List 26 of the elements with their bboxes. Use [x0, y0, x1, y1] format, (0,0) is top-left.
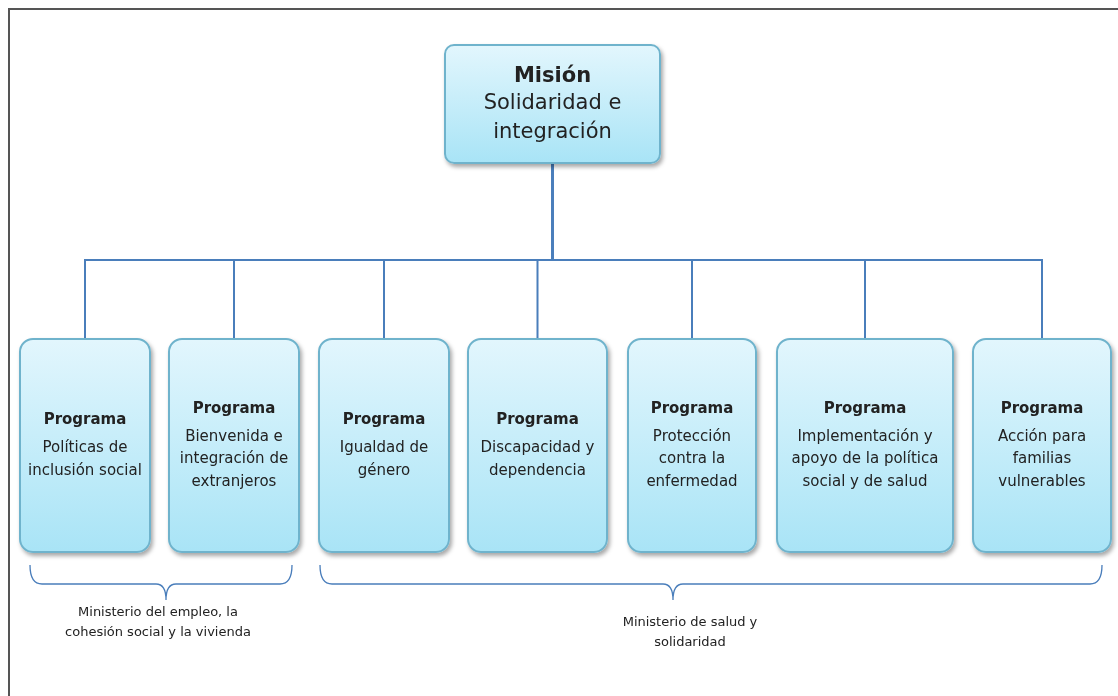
- program-box: [318, 338, 450, 553]
- box-heading: Programa: [496, 410, 579, 428]
- program-box: [444, 44, 661, 164]
- box-heading: Programa: [43, 410, 127, 428]
- program-box: [776, 338, 954, 553]
- box-heading: Programa: [650, 398, 734, 417]
- program-box: [19, 338, 151, 553]
- box-text: Solidaridad e integración: [482, 89, 623, 145]
- box-text: Igualdad de género: [338, 437, 430, 481]
- box-heading: Programa: [342, 410, 426, 428]
- box-heading: Programa: [1000, 398, 1084, 417]
- box-text: Discapacidad y dependencia: [479, 437, 596, 481]
- box-text: Implementación y apoyo de la política social y de salud: [790, 425, 940, 492]
- program-box: [972, 338, 1112, 553]
- box-heading: Programa: [192, 398, 276, 417]
- box-heading: Programa: [823, 398, 907, 417]
- box-text: Acción para familias vulnerables: [996, 425, 1088, 492]
- box-heading: Misión: [513, 63, 592, 89]
- group-label: Ministerio de salud y solidaridad: [621, 613, 759, 651]
- group-label: Ministerio del empleo, la cohesión social y la vivienda: [64, 603, 252, 641]
- program-box: [627, 338, 757, 553]
- box-text: Políticas de inclusión social: [27, 437, 143, 481]
- box-text: Protección contra la enfermedad: [645, 425, 739, 492]
- box-text: Bienvenida e integración de extranjeros: [178, 425, 290, 492]
- program-box: [168, 338, 300, 553]
- program-box: [467, 338, 608, 553]
